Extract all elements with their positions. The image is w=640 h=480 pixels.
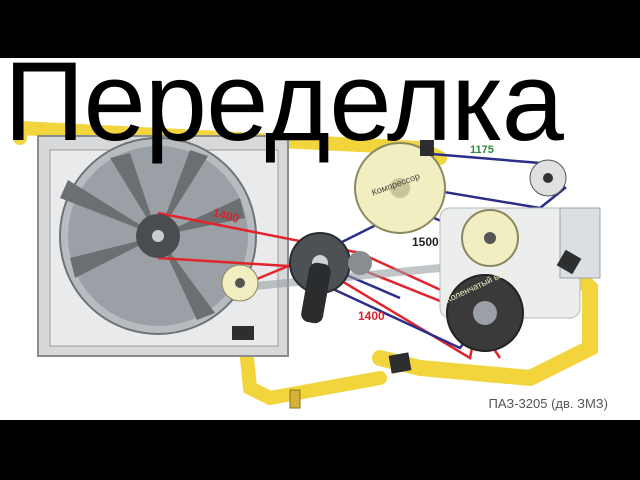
drain-valve (289, 389, 301, 409)
speed-label-fan: 1400 (211, 205, 241, 226)
belt-drive-diagram: Компрессор Коленчатый вал (13, 120, 601, 409)
speed-label-red: 1400 (358, 309, 385, 323)
diagram-canvas: Компрессор Коленчатый вал (0, 58, 640, 420)
pipe-clamps (232, 140, 582, 374)
overlay-title: Переделка (4, 39, 564, 164)
tensioner-pulley (289, 232, 372, 324)
fan-blades (60, 150, 245, 320)
speed-label-1500: 1500 (412, 235, 439, 249)
generator-pulley (221, 264, 259, 302)
fan-hub (136, 214, 180, 258)
water-pump-pulley (461, 209, 519, 267)
idler-pulley (529, 159, 567, 197)
diagram-caption: ПАЗ-3205 (дв. ЗМЗ) (488, 396, 609, 411)
compressor-pulley: Компрессор (354, 142, 446, 234)
speed-label-1175: 1175 (470, 144, 494, 156)
